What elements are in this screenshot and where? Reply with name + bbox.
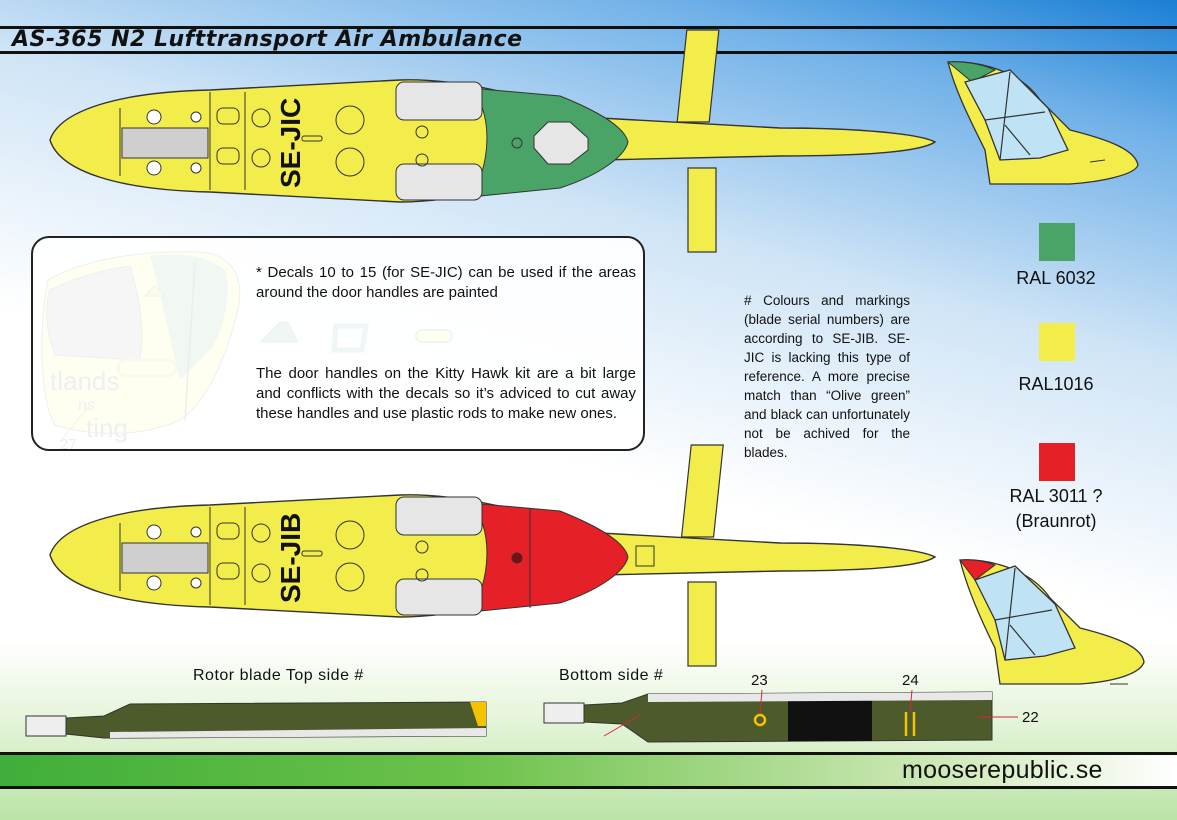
callout-line-23 <box>759 689 763 715</box>
door-handle-slot <box>216 107 240 125</box>
helicopter-top-view-se-jib: SE-JIB <box>49 444 937 667</box>
beacon-circle <box>511 552 523 564</box>
window-left <box>395 81 483 121</box>
callout-number-22: 22 <box>1022 709 1039 726</box>
hatch-circle <box>146 160 162 176</box>
handle-bar <box>301 550 323 557</box>
page-title: AS-365 N2 Lufttransport Air Ambulance <box>12 27 523 52</box>
window-frame <box>984 71 1046 161</box>
blade-root-fitting <box>25 715 67 737</box>
tail-fin-upper <box>676 29 720 123</box>
swatch-ral-3011 <box>1039 443 1075 481</box>
door-handle-slot <box>216 147 240 165</box>
door-handle-note-box <box>31 236 645 451</box>
callout-line <box>603 714 641 737</box>
nose-grey-panel <box>121 127 209 159</box>
website-url: mooserepublic.se <box>902 756 1103 784</box>
intake-circle <box>335 562 365 592</box>
swatch-label-ral-3011: RAL 3011 ? <box>1009 486 1103 506</box>
tail-fin-lower <box>687 167 717 253</box>
callout-number-24: 24 <box>902 672 919 689</box>
swatch-label-ral-1016: RAL1016 <box>1018 374 1094 394</box>
panel-line <box>1089 159 1106 163</box>
rotor-hub-circle <box>415 153 429 167</box>
rotor-blade-bottom-side <box>543 689 1018 743</box>
beacon-circle <box>511 137 523 149</box>
rotor-hub-circle <box>415 540 429 554</box>
aft-hatch <box>635 545 655 567</box>
swatch-ral-1016 <box>1039 323 1075 361</box>
handle-bar <box>301 135 323 142</box>
swatch-label-ral-6032: RAL 6032 <box>1016 268 1096 288</box>
window-left <box>395 496 483 536</box>
window-right <box>395 578 483 616</box>
cockpit-glass <box>964 69 1069 161</box>
hatch-circle <box>146 109 162 125</box>
red-band <box>468 502 629 613</box>
nose-grey-panel <box>121 542 209 574</box>
hatch-circle <box>190 526 202 538</box>
rotor-blade-top-side <box>25 701 487 739</box>
footer-rule-top <box>0 752 1177 755</box>
blade-top-label: Rotor blade Top side # <box>193 667 364 684</box>
hatch-circle <box>146 524 162 540</box>
vent-circle <box>251 148 271 168</box>
window-frame <box>994 567 1053 661</box>
intake-circle <box>335 147 365 177</box>
nose-side-view-green <box>946 61 1139 185</box>
blade-leading-edge <box>648 692 992 702</box>
exhaust-panel <box>533 121 589 165</box>
tail-fin-upper <box>680 444 724 538</box>
hatch-circle <box>146 575 162 591</box>
note-decals-10-15: * Decals 10 to 15 (for SE-JIC) can be us… <box>256 264 636 301</box>
callout-number-23: 23 <box>751 672 768 689</box>
blade-bottom-label: Bottom side # <box>559 667 664 684</box>
window-right <box>395 163 483 201</box>
nose-side-view-red <box>959 559 1145 685</box>
blade-root-fitting <box>543 702 585 724</box>
callout-line-24 <box>909 689 913 713</box>
tail-fin-lower <box>687 581 717 667</box>
registration-se-jic: SE-JIC <box>275 98 306 188</box>
red-nose-stripe <box>959 559 997 581</box>
door-handle-slot <box>216 562 240 580</box>
door-handle-slot <box>216 522 240 540</box>
vent-circle <box>251 563 271 583</box>
blade-tip-marking <box>470 702 486 726</box>
intake-circle <box>335 520 365 550</box>
vent-circle <box>251 108 271 128</box>
registration-se-jib: SE-JIB <box>275 513 306 603</box>
hatch-circle <box>190 162 202 174</box>
intake-circle <box>335 105 365 135</box>
hatch-circle <box>190 577 202 589</box>
rotor-hub-circle <box>415 568 429 582</box>
helicopter-top-view-se-jic: SE-JIC <box>49 29 937 253</box>
title-rule-bottom <box>0 51 1177 54</box>
footer-rule-bottom <box>0 786 1177 789</box>
note-door-handles: The door handles on the Kitty Hawk kit a… <box>256 365 636 422</box>
title-rule-top <box>0 26 1177 29</box>
colours-markings-note: # Colours and markings (blade serial num… <box>744 293 910 460</box>
cockpit-glass <box>974 565 1076 661</box>
footer-green-band <box>0 755 1177 786</box>
swatch-ral-6032 <box>1039 223 1075 261</box>
green-nose-stripe <box>946 61 997 83</box>
swatch-label-braunrot: (Braunrot) <box>1015 511 1097 531</box>
vent-circle <box>251 523 271 543</box>
blade-leading-edge <box>110 728 486 738</box>
rotor-hub-circle <box>415 125 429 139</box>
hatch-circle <box>190 111 202 123</box>
balance-mark <box>753 713 767 727</box>
blade-black-band <box>788 694 872 741</box>
